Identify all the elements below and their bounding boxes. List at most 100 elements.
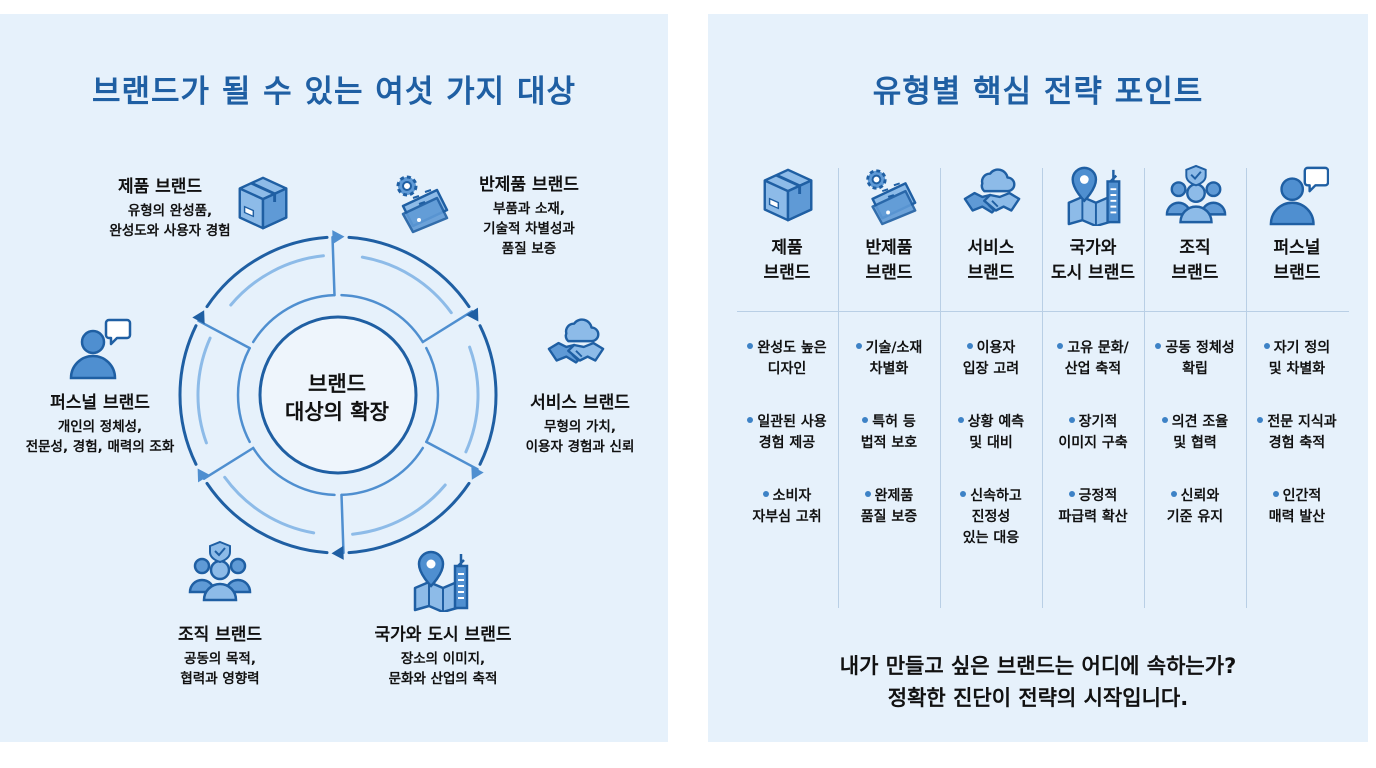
column-divider: [1144, 168, 1145, 608]
inner-ring-segment: [340, 446, 425, 497]
map-pin-city-icon: [408, 548, 474, 612]
brand-service-desc1: 무형의 가치,: [544, 419, 616, 435]
brand-personal-desc2: 전문성, 경험, 매력의 조화: [25, 439, 175, 455]
center-circle: [258, 315, 418, 475]
segment-connector: [331, 235, 336, 297]
column-header-line1: 반제품: [865, 238, 913, 258]
segment-connector: [425, 440, 479, 471]
header-divider: [737, 311, 1349, 312]
bottom-question-line2: 정확한 진단이 전략의 시작입니다.: [887, 686, 1189, 710]
brand-product-name: 제품 브랜드: [117, 177, 203, 197]
brand-semi-product-desc2: 기술적 차별성과: [483, 221, 575, 237]
column-divider: [1246, 168, 1247, 608]
bottom-question: 내가 만들고 싶은 브랜드는 어디에 속하는가? 정확한 진단이 전략의 시작입…: [708, 650, 1368, 714]
column-header-line2: 브랜드: [763, 263, 811, 283]
ring-segment-light: [464, 345, 480, 454]
inner-ring-segment: [251, 293, 336, 344]
cycle-arrowhead: [466, 307, 479, 322]
outer-ring-segment: [178, 324, 198, 466]
segment-connector: [202, 446, 255, 480]
bottom-question-line1: 내가 만들고 싶은 브랜드는 어디에 속하는가?: [839, 654, 1237, 678]
column-header-line1: 국가와: [1069, 238, 1117, 258]
brand-nation-city-desc1: 장소의 이미지,: [400, 651, 486, 667]
brand-organization-desc2: 협력과 영향력: [180, 671, 260, 687]
cycle-rings: [178, 235, 498, 555]
gear-materials-icon: [859, 164, 921, 226]
brand-organization-name: 조직 브랜드: [177, 625, 263, 645]
ring-segment-light: [360, 255, 453, 315]
ring-segment-light: [351, 483, 447, 536]
column-divider: [1042, 168, 1043, 608]
brand-personal: 퍼스널 브랜드 개인의 정체성, 전문성, 경험, 매력의 조화: [4, 388, 196, 457]
segment-connector: [421, 310, 474, 344]
person-speech-icon: [66, 316, 132, 380]
brand-semi-product-desc1: 부품과 소재,: [493, 201, 565, 217]
right-title: 유형별 핵심 전략 포인트: [872, 74, 1204, 110]
map-pin-city-icon: [1063, 164, 1125, 226]
column-header-line2: 브랜드: [865, 263, 913, 283]
handshake-cloud-icon: [961, 164, 1023, 226]
outer-ring-segment: [205, 235, 329, 309]
cycle-arrowhead: [332, 230, 345, 245]
segment-connector: [197, 319, 251, 350]
outer-ring-segment: [347, 481, 471, 555]
brand-organization: 조직 브랜드 공동의 목적, 협력과 영향력: [140, 620, 300, 689]
column-header-line2: 도시 브랜드: [1050, 263, 1136, 283]
segment-connector: [340, 493, 345, 555]
left-title: 브랜드가 될 수 있는 여섯 가지 대상: [91, 74, 577, 110]
column-header-line1: 서비스: [967, 238, 1015, 258]
right-panel: [708, 14, 1368, 742]
brand-semi-product-desc3: 품질 보증: [501, 241, 557, 257]
brand-product-desc2: 완성도와 사용자 경험: [109, 223, 231, 239]
column-divider: [838, 168, 839, 608]
group-shield-icon: [1165, 164, 1227, 226]
column-header-line1: 조직: [1179, 238, 1211, 258]
brand-product: 제품 브랜드 유형의 완성품, 완성도와 사용자 경험: [70, 172, 270, 241]
brand-service-name: 서비스 브랜드: [530, 393, 630, 413]
column-header-line2: 브랜드: [967, 263, 1015, 283]
ring-segment-light: [223, 475, 316, 535]
inner-ring-segment: [236, 346, 251, 444]
brand-service-desc2: 이용자 경험과 신뢰: [525, 439, 635, 455]
column-header-line2: 브랜드: [1273, 263, 1321, 283]
column-header-line1: 퍼스널: [1273, 238, 1321, 258]
inner-ring-segment: [251, 446, 336, 497]
box-icon: [757, 164, 819, 226]
center-label-line2: 대상의 확장: [285, 400, 389, 424]
strategy-item: 고유 문화/산업 축적: [1043, 338, 1143, 380]
group-shield-icon: [188, 540, 252, 604]
brand-personal-desc1: 개인의 정체성,: [57, 419, 143, 435]
outer-ring-segment: [347, 235, 471, 309]
inner-ring-segment: [425, 346, 440, 444]
cycle-arrowhead: [197, 468, 210, 483]
column-header-line2: 브랜드: [1171, 263, 1219, 283]
cycle-arrowhead: [192, 310, 205, 325]
handshake-cloud-icon: [545, 314, 607, 376]
center-label-line1: 브랜드: [308, 372, 366, 396]
center-label: 브랜드 대상의 확장: [272, 370, 402, 426]
cycle-arrowhead: [331, 545, 344, 560]
brand-nation-city-desc2: 문화와 산업의 축적: [388, 671, 498, 687]
cycle-arrows: [192, 230, 484, 560]
inner-ring-segment: [340, 293, 425, 344]
